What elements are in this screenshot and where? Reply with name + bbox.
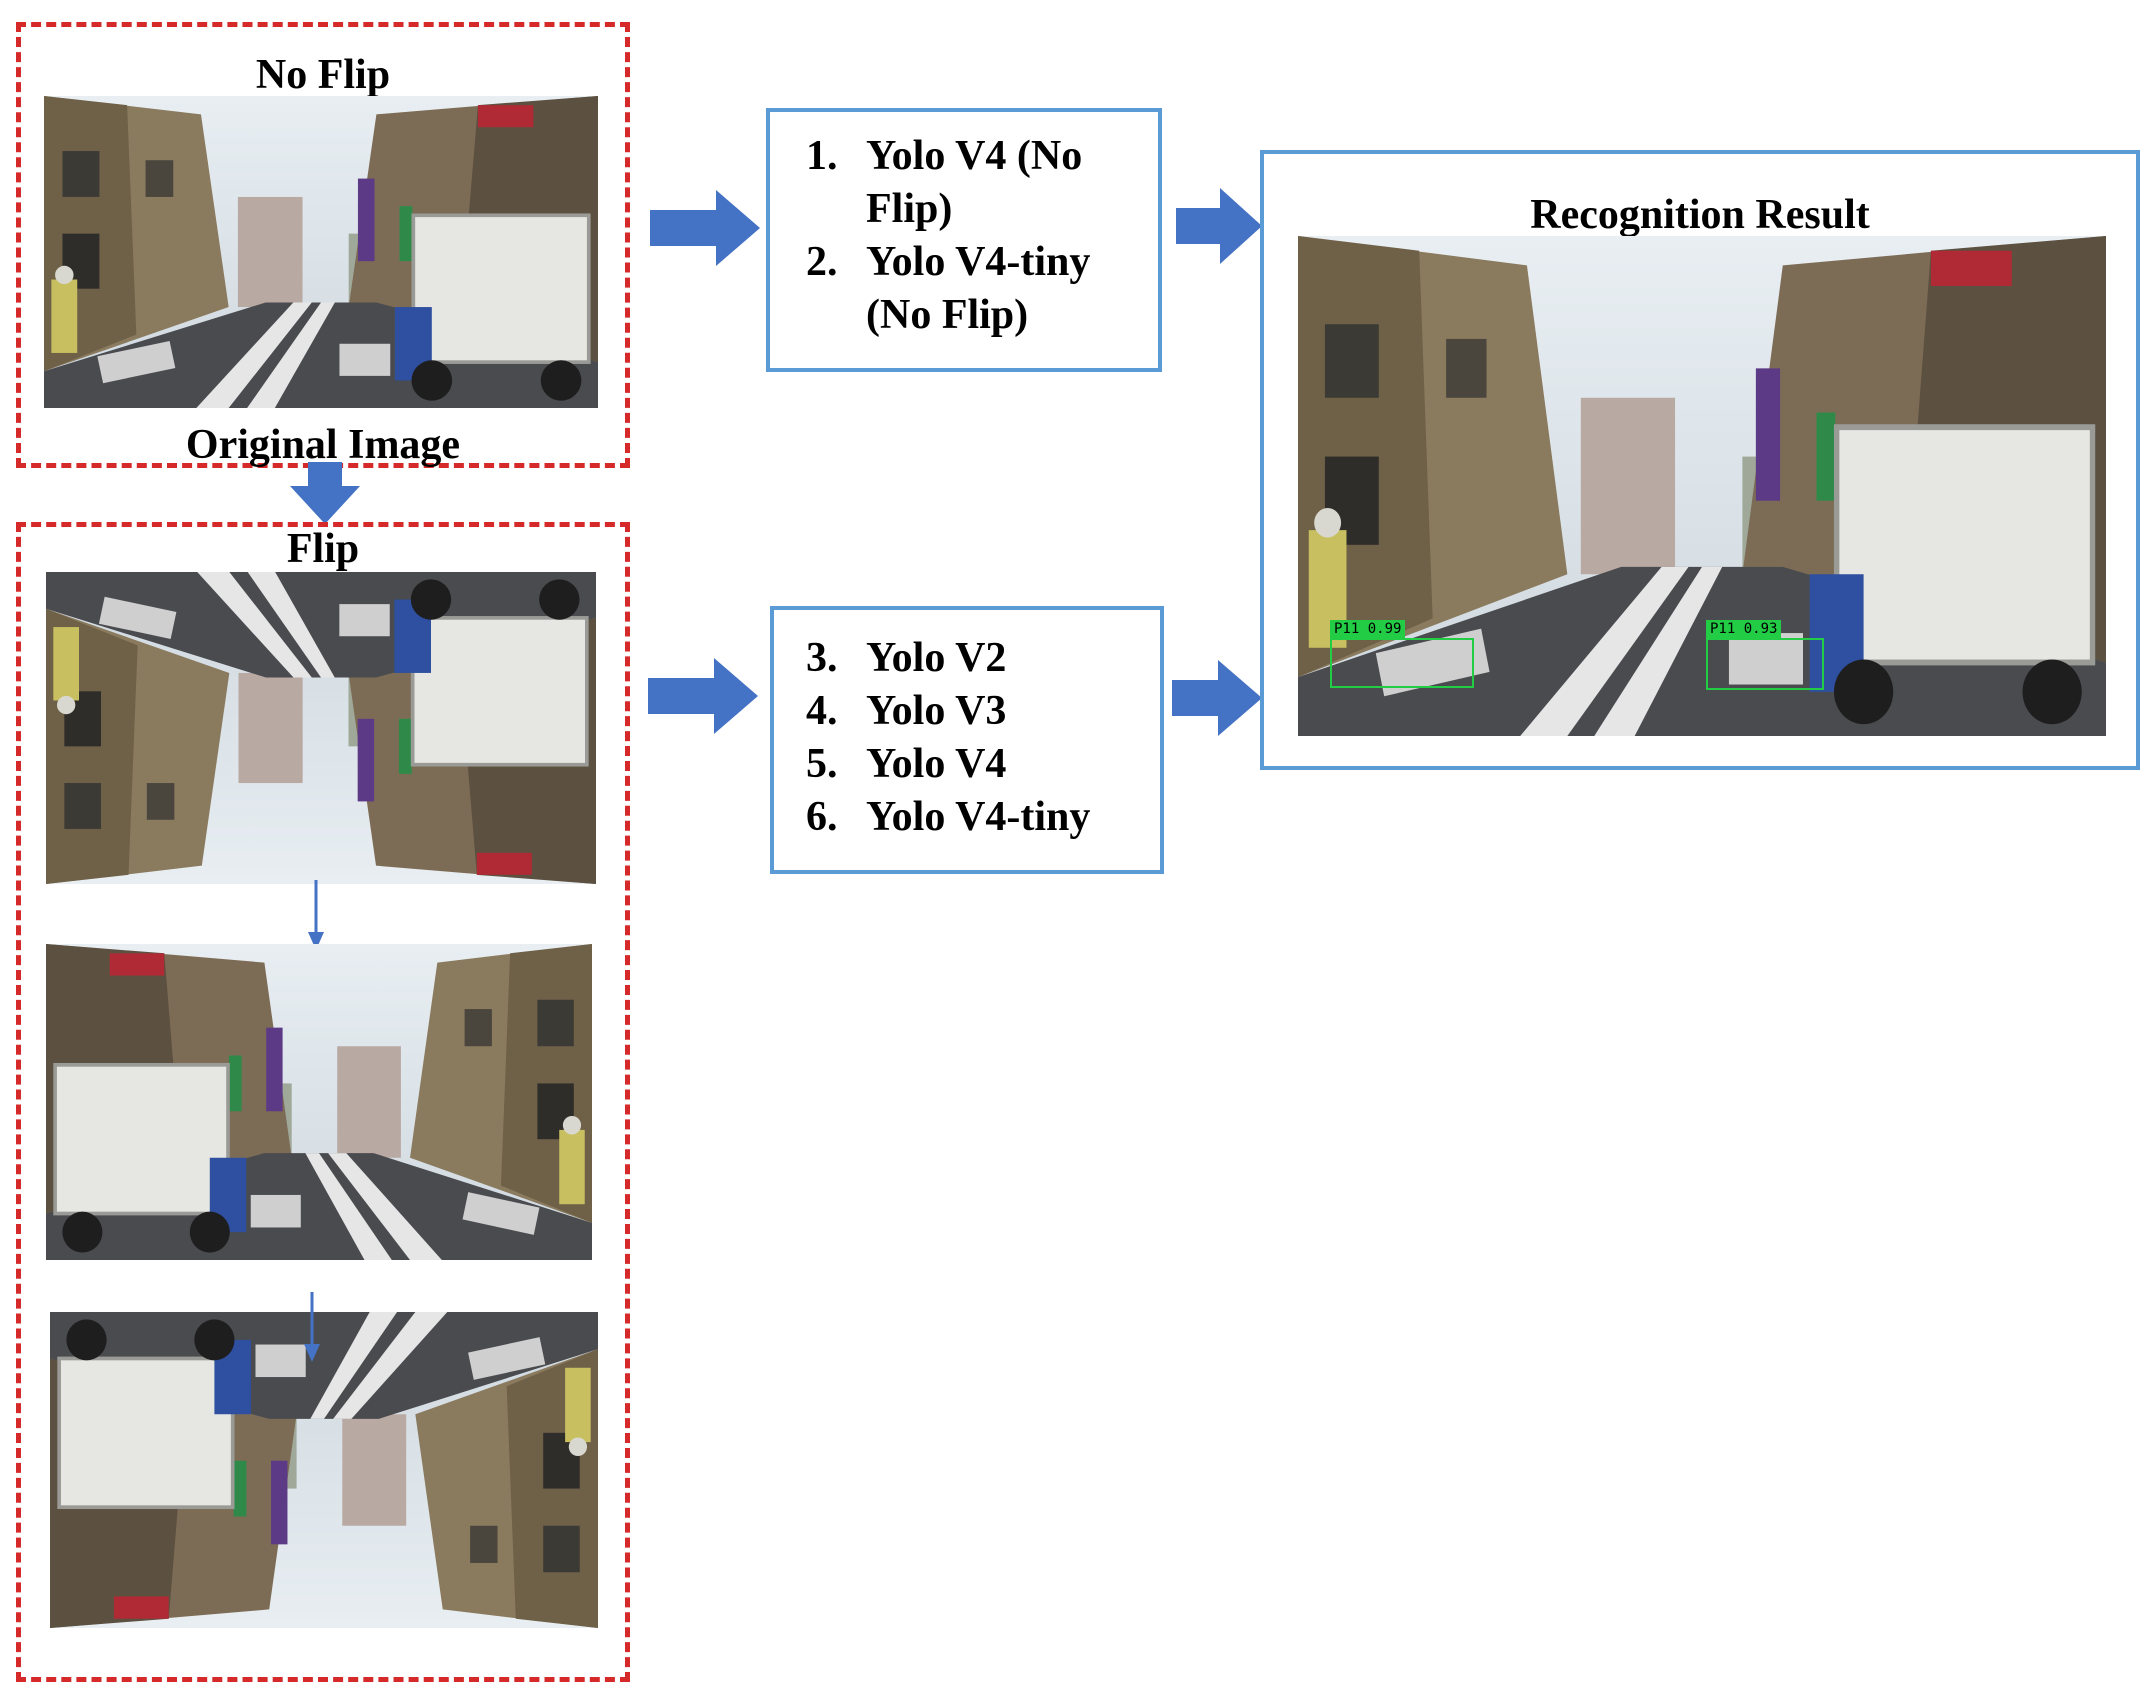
right-arrow-icon-top bbox=[650, 190, 760, 266]
detection-box bbox=[1706, 638, 1824, 690]
detection-box bbox=[1330, 638, 1474, 688]
list-item: 2.Yolo V4-tiny (No Flip) bbox=[806, 239, 1091, 338]
no-flip-label: No Flip bbox=[255, 52, 391, 98]
flipped-both-image bbox=[50, 1312, 598, 1628]
detection-label: P11 0.99 bbox=[1330, 620, 1406, 638]
original-image-label: Original Image bbox=[185, 422, 461, 468]
flip-group bbox=[16, 522, 630, 1682]
models-no-flip-list: 1.Yolo V4 (No Flip) 2.Yolo V4-tiny (No F… bbox=[806, 130, 1146, 342]
list-item: 3.Yolo V2 bbox=[806, 635, 1007, 681]
thin-down-arrow-icon-2 bbox=[302, 1292, 322, 1362]
flip-label: Flip bbox=[286, 526, 360, 572]
recognition-result-label: Recognition Result bbox=[1530, 192, 1870, 238]
list-item: 1.Yolo V4 (No Flip) bbox=[806, 133, 1083, 232]
right-arrow-icon-bottom bbox=[648, 658, 758, 734]
models-no-flip-box bbox=[766, 108, 1162, 372]
flipped-vertical-image bbox=[46, 572, 596, 884]
detection-label: P11 0.93 bbox=[1706, 620, 1782, 638]
models-flip-box bbox=[770, 606, 1164, 874]
list-item: 6.Yolo V4-tiny bbox=[806, 794, 1091, 840]
models-flip-list: 3.Yolo V2 4.Yolo V3 5.Yolo V4 6.Yolo V4-… bbox=[806, 632, 1146, 844]
flipped-horizontal-image bbox=[46, 944, 592, 1260]
original-image bbox=[44, 96, 598, 408]
list-item: 5.Yolo V4 bbox=[806, 741, 1007, 787]
right-arrow-icon-result-top bbox=[1176, 188, 1262, 264]
thin-down-arrow-icon bbox=[306, 880, 326, 950]
right-arrow-icon-result-bottom bbox=[1172, 660, 1262, 736]
list-item: 4.Yolo V3 bbox=[806, 688, 1007, 734]
down-arrow-icon bbox=[290, 462, 360, 524]
